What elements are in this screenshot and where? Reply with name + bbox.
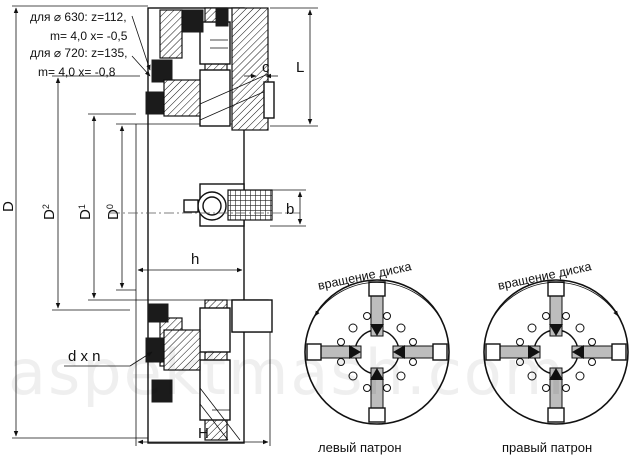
note-720-line2: m= 4,0 x= -0,8 — [38, 65, 116, 79]
right-rotation-label: вращение диска — [497, 259, 593, 292]
label-dxn: d x n — [68, 348, 101, 365]
note-720-line1: для ⌀ 720: z=135, — [30, 46, 127, 60]
left-rotation-label: вращение диска — [317, 259, 413, 292]
middle-jaw — [183, 183, 273, 227]
label-b: b — [286, 201, 294, 218]
lower-jaw-section — [145, 299, 273, 441]
watermark: aspektmash.com — [8, 336, 566, 409]
note-630-line2: m= 4,0 x= -0,5 — [50, 29, 128, 43]
label-c: c — [262, 59, 270, 76]
label-D1: D1 — [77, 204, 94, 220]
label-H: H — [198, 425, 209, 442]
label-h: h — [191, 251, 199, 268]
label-D0: D0 — [105, 204, 122, 220]
note-630-line1: для ⌀ 630: z=112, — [30, 10, 127, 24]
label-D: D — [0, 201, 17, 212]
dimension-lines — [13, 7, 313, 445]
right-caption: правый патрон — [502, 440, 592, 455]
left-chuck-view — [304, 279, 450, 425]
right-chuck-view — [483, 279, 629, 425]
left-caption: левый патрон — [318, 440, 402, 455]
dimension-labels: D D2 D1 D0 c L b h H d x n — [0, 59, 304, 442]
chuck-section-view: для ⌀ 630: z=112, m= 4,0 x= -0,5 для ⌀ 7… — [0, 5, 318, 446]
label-D2: D2 — [41, 204, 58, 220]
label-L: L — [296, 59, 304, 76]
gear-notes: для ⌀ 630: z=112, m= 4,0 x= -0,5 для ⌀ 7… — [30, 10, 128, 79]
extension-lines — [12, 5, 318, 446]
upper-jaw-section — [145, 7, 275, 131]
